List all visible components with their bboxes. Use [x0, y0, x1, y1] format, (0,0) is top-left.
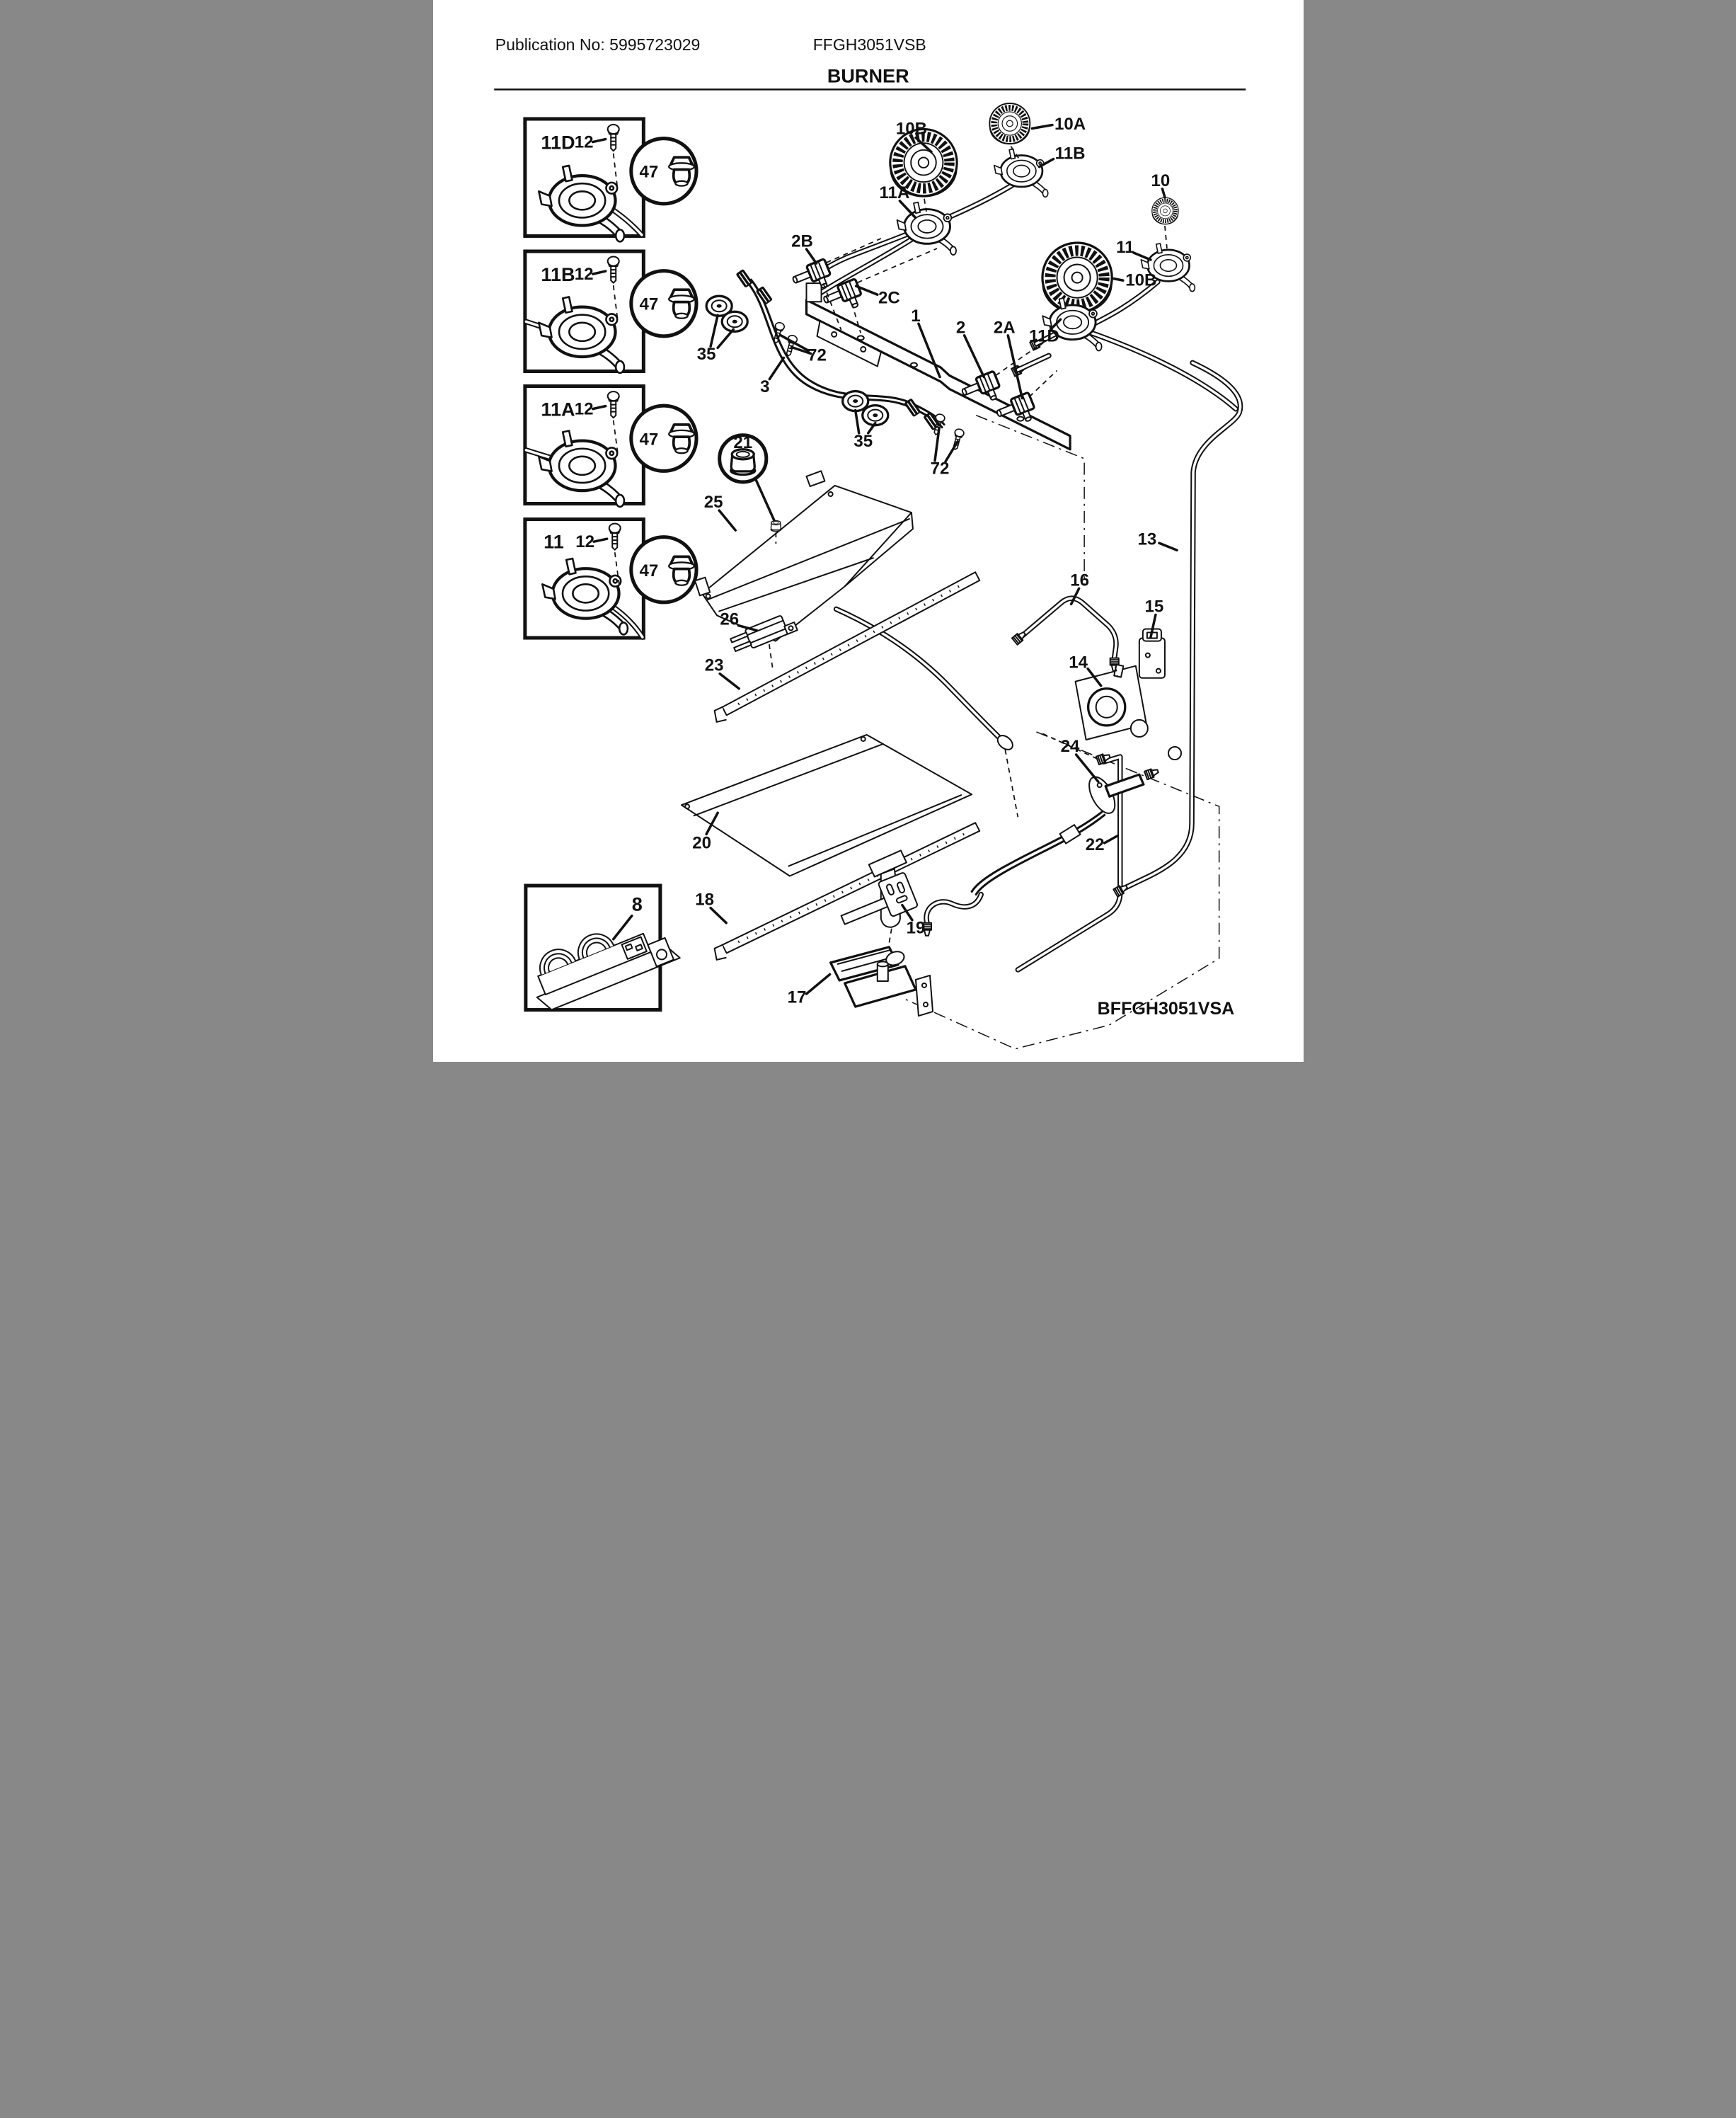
callout-22: 22 [1085, 835, 1104, 854]
tube-end-cap [996, 735, 1013, 750]
surface-burners [890, 103, 1196, 352]
callout-21: 21 [733, 433, 752, 452]
callout-8: 8 [631, 893, 642, 915]
callout-16: 16 [1070, 571, 1089, 590]
burner-head-10a [989, 103, 1030, 144]
inset-label-11d: 11D [541, 132, 575, 154]
bake-burner-tube-23 [721, 571, 980, 716]
inset-box-11b: 12 11B 47 [522, 249, 699, 373]
callout-11a: 11A [879, 183, 909, 202]
callout-12: 12 [574, 400, 593, 419]
parts-diagram-page: Publication No: 5995723029 FFGH3051VSB B… [432, 0, 1304, 1063]
callout-11: 11 [1116, 238, 1134, 257]
gas-pipes [805, 181, 1243, 973]
callout-72-upper: 72 [807, 345, 827, 365]
callout-24: 24 [1060, 737, 1079, 756]
callout-10: 10 [1151, 171, 1170, 190]
callout-12: 12 [574, 133, 593, 152]
callout-1: 1 [911, 307, 920, 326]
inset-box-11d: 12 11D 47 [522, 117, 699, 241]
igniter-tip [1143, 766, 1160, 781]
callout-10b-left: 10B [895, 120, 926, 139]
callout-3: 3 [760, 377, 769, 396]
bake-burner-assembly [713, 433, 1018, 818]
hex-fitting [1167, 745, 1182, 761]
page-title: BURNER [827, 64, 909, 86]
callout-2b: 2B [791, 231, 813, 251]
callout-35-lower: 35 [853, 432, 873, 451]
callout-20: 20 [692, 833, 711, 852]
ceramic-insulator [720, 310, 749, 333]
callout-2a: 2A [993, 318, 1015, 337]
model-number: FFGH3051VSB [812, 35, 926, 54]
callout-13: 13 [1137, 530, 1156, 549]
pressure-regulator-14 [1074, 663, 1149, 740]
callout-35-upper: 35 [696, 345, 715, 364]
callout-11d: 11D [1029, 326, 1059, 345]
inset-box-11a: 12 11A 47 [522, 384, 699, 507]
pipe-16 [1016, 595, 1119, 660]
inset-box-8: 8 [523, 883, 681, 1012]
callout-18: 18 [695, 891, 714, 910]
callout-10a: 10A [1054, 115, 1085, 134]
oven-igniter-24 [970, 733, 1160, 896]
callout-12: 12 [575, 532, 594, 551]
inset-label-11a: 11A [541, 399, 575, 420]
callout-11b: 11B [1054, 144, 1085, 164]
wire-connector [1059, 824, 1081, 845]
pipe-13 [1118, 360, 1243, 893]
callout-47: 47 [639, 163, 658, 182]
callout-72-lower: 72 [930, 459, 949, 478]
spark-module-art [536, 932, 681, 1011]
screw-icon [949, 427, 965, 452]
flange-nut-icon [729, 448, 756, 476]
broil-burner-assembly [713, 822, 980, 963]
callouts: 1 2 2A 2B 2C 3 10 10A 10B 10B 11 11A 11B… [692, 115, 1178, 1007]
igniter-harness [704, 268, 965, 452]
upper-heat-shield [694, 470, 914, 642]
phantom-outline [975, 414, 1085, 584]
diagram-code: BFFGH3051VSA [1097, 999, 1234, 1019]
callout-15: 15 [1144, 597, 1163, 616]
pipe-broil-supply [923, 891, 984, 926]
callout-14: 14 [1069, 653, 1088, 672]
inset-label-11b: 11B [541, 263, 575, 285]
callout-10b-right: 10B [1125, 271, 1156, 290]
inset-label-11: 11 [544, 531, 564, 553]
safety-valve-17 [829, 946, 933, 1017]
publication-number: Publication No: 5995723029 [495, 35, 700, 54]
callout-23: 23 [704, 656, 723, 675]
callout-47: 47 [639, 295, 658, 314]
bake-igniter-26 [729, 615, 798, 653]
callout-2c: 2C [878, 289, 899, 308]
broil-igniter-bracket-19 [878, 872, 918, 917]
callout-2: 2 [955, 318, 965, 337]
callout-47: 47 [639, 430, 658, 449]
burner-exploded-diagram: Publication No: 5995723029 FFGH3051VSB B… [432, 0, 1304, 1063]
phantom-outline [904, 731, 1219, 1050]
bake-burner-tube [833, 606, 1006, 744]
burner-head-10 [1151, 198, 1178, 224]
callout-26: 26 [720, 610, 739, 629]
flange-nut-small [770, 520, 781, 532]
burner-head-10b-right [1042, 243, 1111, 313]
callout-19: 19 [906, 919, 925, 938]
pipe-to-rear [1088, 330, 1238, 412]
ceramic-insulator [841, 389, 869, 413]
lower-heat-shield [680, 733, 972, 877]
callout-25: 25 [703, 493, 723, 512]
callout-47: 47 [639, 561, 658, 580]
callout-12: 12 [574, 265, 593, 284]
inset-box-11: 12 11 47 [522, 517, 699, 640]
callout-17: 17 [787, 988, 806, 1007]
